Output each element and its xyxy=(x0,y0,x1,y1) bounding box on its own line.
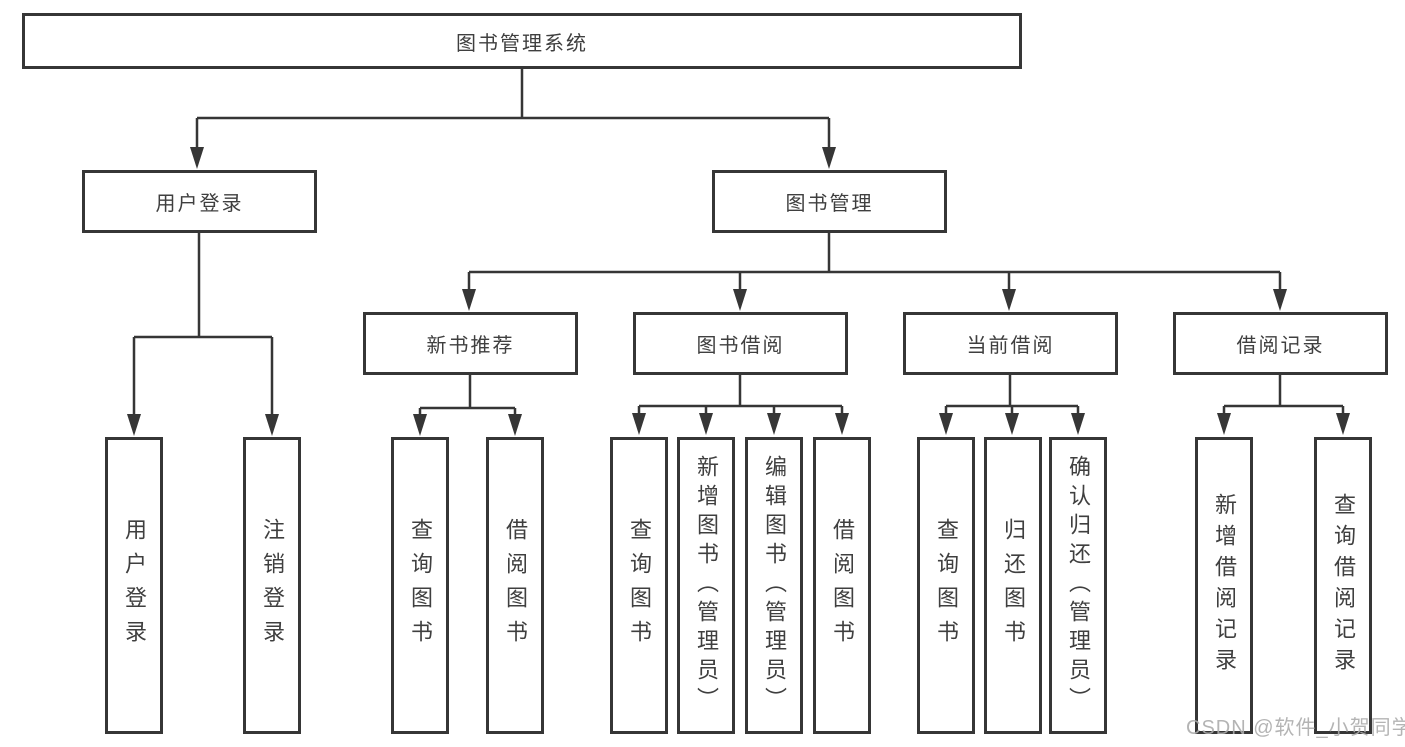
leaf-label: 查询图书 xyxy=(408,517,433,654)
connector-borrow-records-branch xyxy=(1222,375,1345,414)
leaf-label: 查询图书 xyxy=(627,517,652,654)
leaf-return-book: 归还图书 xyxy=(984,437,1042,734)
node-label: 用户登录 xyxy=(155,193,244,215)
leaf-borrow-books-borrowing: 借阅图书 xyxy=(813,437,871,734)
node-label: 图书管理系统 xyxy=(456,32,588,55)
node-label: 借阅记录 xyxy=(1236,335,1325,357)
leaf-label: 查询借阅记录 xyxy=(1331,492,1356,679)
leaf-label: 新增借阅记录 xyxy=(1212,492,1237,679)
leaf-query-books-borrowing: 查询图书 xyxy=(610,437,668,734)
node-user-login: 用户登录 xyxy=(82,170,317,233)
connector-book-management-branch xyxy=(467,233,1282,290)
leaf-label: 归还图书 xyxy=(1001,517,1026,654)
node-library-management-system: 图书管理系统 xyxy=(22,13,1022,69)
node-current-borrowing: 当前借阅 xyxy=(903,312,1118,375)
node-new-book-recommend: 新书推荐 xyxy=(363,312,578,375)
leaf-add-book-admin: 新增图书（管理员） xyxy=(677,437,735,734)
node-book-borrowing: 图书借阅 xyxy=(633,312,848,375)
leaf-logout: 注销登录 xyxy=(243,437,301,734)
leaf-add-borrow-record: 新增借阅记录 xyxy=(1195,437,1253,734)
connector-current-borrowing-branch xyxy=(944,375,1080,414)
node-label: 新书推荐 xyxy=(426,335,515,357)
leaf-label: 确认归还（管理员） xyxy=(1066,455,1091,716)
leaf-query-books-current: 查询图书 xyxy=(917,437,975,734)
node-book-management: 图书管理 xyxy=(712,170,947,233)
leaf-query-books-recommend: 查询图书 xyxy=(391,437,449,734)
leaf-confirm-return-admin: 确认归还（管理员） xyxy=(1049,437,1107,734)
leaf-query-borrow-record: 查询借阅记录 xyxy=(1314,437,1372,734)
leaf-label: 用户登录 xyxy=(122,517,147,654)
leaf-label: 借阅图书 xyxy=(830,517,855,654)
leaf-label: 借阅图书 xyxy=(503,517,528,654)
csdn-watermark: CSDN @软件_小贺同学 xyxy=(1186,717,1405,739)
leaf-label: 编辑图书（管理员） xyxy=(762,455,787,716)
leaf-label: 新增图书（管理员） xyxy=(694,455,719,716)
leaf-edit-book-admin: 编辑图书（管理员） xyxy=(745,437,803,734)
arrowheads xyxy=(127,147,1350,436)
connector-user-login-branch xyxy=(132,233,274,415)
node-label: 当前借阅 xyxy=(966,335,1055,357)
node-label: 图书借阅 xyxy=(696,335,785,357)
connector-book-borrowing-branch xyxy=(637,375,844,414)
node-borrow-records: 借阅记录 xyxy=(1173,312,1388,375)
leaf-label: 查询图书 xyxy=(934,517,959,654)
connector-new-book-recommend-branch xyxy=(418,375,517,415)
leaf-label: 注销登录 xyxy=(260,517,285,654)
connector-root-branch xyxy=(195,68,831,148)
leaf-user-login: 用户登录 xyxy=(105,437,163,734)
leaf-borrow-books-recommend: 借阅图书 xyxy=(486,437,544,734)
node-label: 图书管理 xyxy=(785,193,874,215)
